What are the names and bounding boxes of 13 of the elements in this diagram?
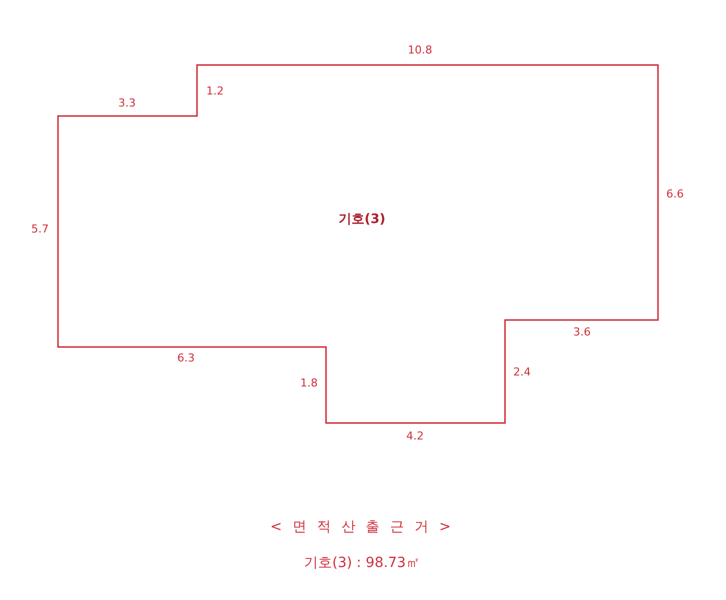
dimension-label: 1.8	[300, 376, 318, 390]
area-note: 기호(3) : 98.73㎡	[304, 554, 420, 572]
section-heading: < 면 적 산 출 근 거 >	[270, 518, 454, 536]
dimension-label: 3.6	[573, 326, 591, 338]
dimension-label: 6.3	[177, 352, 195, 364]
dimension-label: 10.8	[408, 44, 432, 56]
dimension-label: 1.2	[206, 84, 224, 98]
room-label: 기호(3)	[338, 211, 386, 228]
dimension-label: 5.7	[31, 222, 49, 236]
dimension-label: 4.2	[406, 430, 424, 442]
dimension-label: 6.6	[666, 188, 684, 200]
dimension-label: 3.3	[118, 96, 136, 110]
dimension-label: 2.4	[513, 366, 531, 378]
